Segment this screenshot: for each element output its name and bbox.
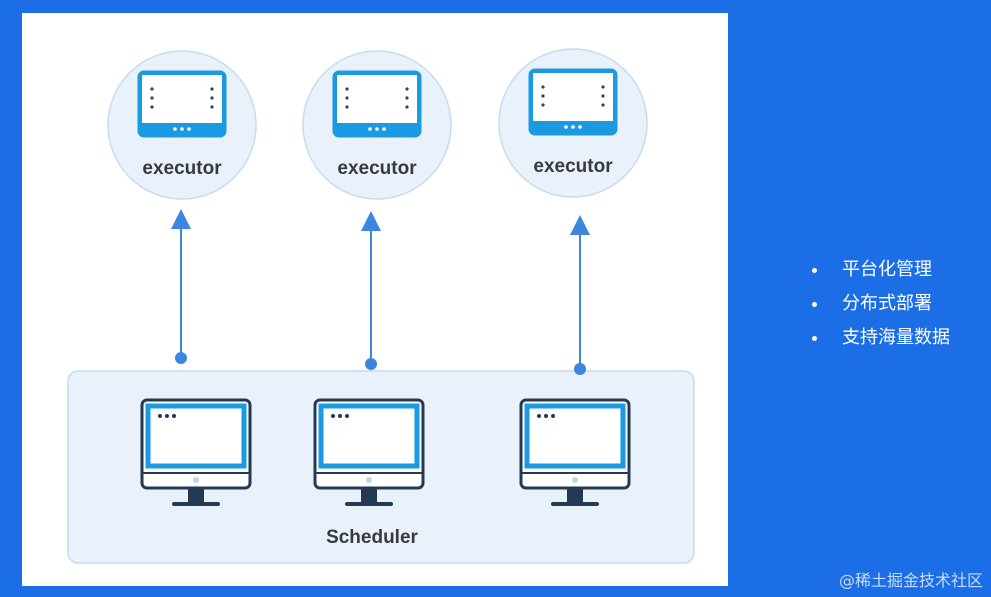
executor-label: executor <box>533 156 613 177</box>
arrow-1 <box>171 209 191 364</box>
architecture-diagram: executor executor <box>67 48 695 564</box>
scheduler-monitor-icon-3 <box>519 398 631 506</box>
executor-node-3: executor <box>498 48 648 198</box>
feature-item: 分布式部署 <box>808 290 950 324</box>
executor-label: executor <box>337 158 417 179</box>
arrow-3 <box>570 215 590 375</box>
feature-item: 平台化管理 <box>808 256 950 290</box>
feature-list: 平台化管理 分布式部署 支持海量数据 <box>808 256 950 358</box>
executor-monitor-icon <box>332 70 422 138</box>
scheduler-label: Scheduler <box>326 527 418 548</box>
scheduler-monitor-icon-1 <box>140 398 252 506</box>
executor-node-1: executor <box>107 50 257 200</box>
executor-label: executor <box>142 158 222 179</box>
executor-node-2: executor <box>302 50 452 200</box>
feature-item: 支持海量数据 <box>808 324 950 358</box>
source-credit: @稀土掘金技术社区 <box>838 571 983 590</box>
diagram-panel: executor executor <box>22 13 728 586</box>
executor-monitor-icon <box>137 70 227 138</box>
scheduler-monitor-icon-2 <box>313 398 425 506</box>
executor-monitor-icon <box>528 68 618 136</box>
arrow-2 <box>361 211 381 370</box>
